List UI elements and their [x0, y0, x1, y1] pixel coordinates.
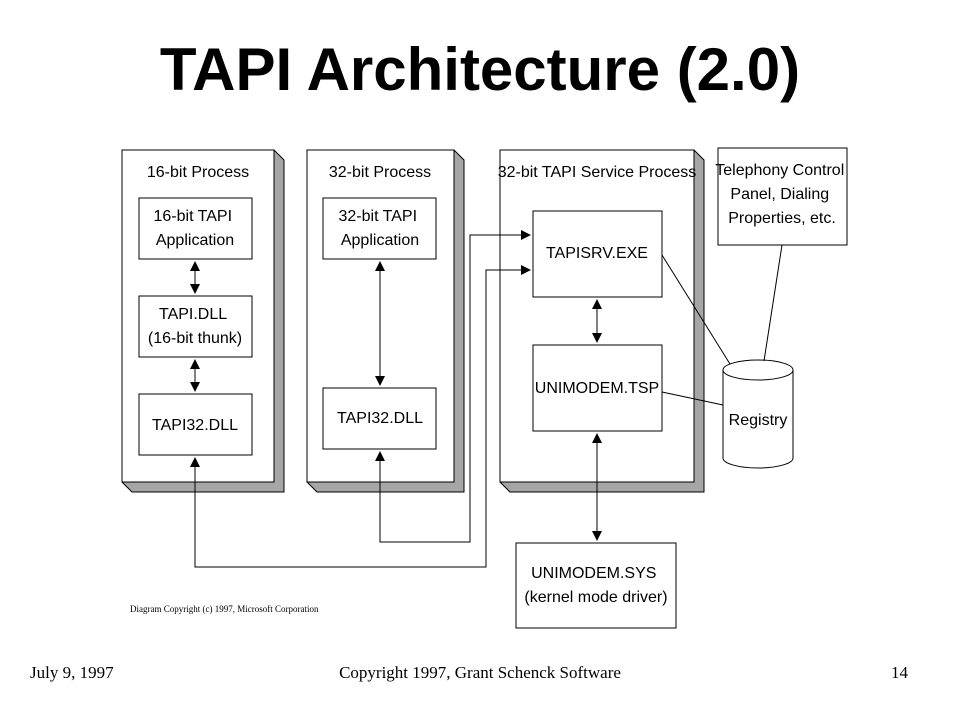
line-tapisrv-registry: [661, 254, 731, 365]
footer-date: July 9, 1997: [30, 663, 114, 682]
svg-text:UNIMODEM.TSP: UNIMODEM.TSP: [535, 380, 659, 397]
box-tapi-dll-thunk: TAPI.DLL (16-bit thunk): [138, 295, 253, 358]
diagram-copyright-caption: Diagram Copyright (c) 1997, Microsoft Co…: [130, 604, 319, 614]
footer-page-number: 14: [891, 663, 908, 682]
box-tapi32-dll-32bit: TAPI32.DLL: [322, 387, 437, 450]
box-telephony-control-panel: Telephony Control Panel, Dialing Propert…: [715, 147, 848, 246]
line-unimodem-tsp-registry: [661, 391, 724, 406]
svg-text:Telephony Control Panel,: Telephony Control Panel, Dialing Propert…: [715, 162, 848, 227]
process-tapi-service: 32-bit TAPI Service Process: [498, 149, 705, 493]
svg-text:UNIMODEM.SYS (kernel mod: UNIMODEM.SYS (kernel mode driver): [524, 565, 667, 606]
svg-text:Registry: Registry: [729, 412, 788, 429]
box-unimodem-tsp: UNIMODEM.TSP: [532, 344, 663, 432]
box-tapi32-dll-16bit: TAPI32.DLL: [138, 393, 253, 456]
arrow-tapi32-32-to-tapisrv: [375, 230, 531, 543]
box-tapisrv-exe: TAPISRV.EXE: [532, 210, 663, 298]
process-32bit-label: 32-bit Process: [329, 164, 431, 181]
svg-text:TAPI32.DLL: TAPI32.DLL: [152, 417, 238, 434]
box-16bit-tapi-application: 16-bit TAPI Application: [138, 197, 253, 260]
svg-text:TAPISRV.EXE: TAPISRV.EXE: [546, 245, 648, 262]
svg-text:16-bit TAPI Application: 16-bit TAPI Application: [153, 208, 236, 249]
process-16bit-label: 16-bit Process: [147, 164, 249, 181]
svg-text:TAPI32.DLL: TAPI32.DLL: [337, 410, 423, 427]
box-unimodem-sys: UNIMODEM.SYS (kernel mode driver): [515, 542, 677, 629]
footer-copyright: Copyright 1997, Grant Schenck Software: [339, 663, 621, 682]
slide-title: TAPI Architecture (2.0): [159, 36, 801, 103]
line-control-panel-registry: [763, 244, 783, 362]
registry-cylinder: Registry: [722, 359, 794, 469]
box-32bit-tapi-application: 32-bit TAPI Application: [322, 197, 437, 260]
process-tapi-service-label: 32-bit TAPI Service Process: [498, 164, 697, 181]
